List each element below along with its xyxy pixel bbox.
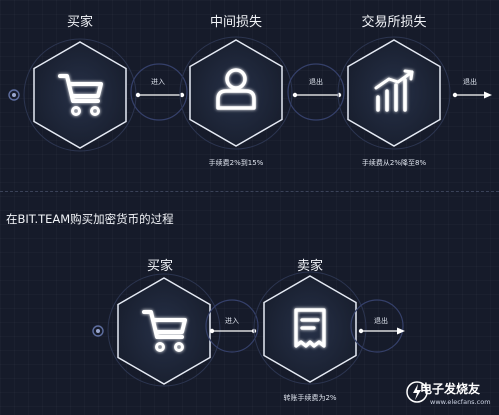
buyer-label: 买家 bbox=[66, 15, 94, 30]
start-dot-2 bbox=[92, 325, 104, 337]
exchange-loss-node bbox=[337, 36, 451, 150]
connector-enter-2 bbox=[205, 299, 259, 353]
lightning-icon bbox=[406, 381, 428, 403]
buyer-label-2: 买家 bbox=[146, 259, 174, 274]
middle-loss-fee-note: 手续费2%到15% bbox=[208, 159, 264, 167]
connector-enter-1 bbox=[130, 63, 188, 121]
receipt-icon bbox=[294, 308, 326, 348]
connector-exit-2 bbox=[350, 299, 405, 353]
connector-exit-label-3: 退出 bbox=[374, 317, 388, 325]
connector-exit-label-1: 退出 bbox=[309, 78, 323, 86]
exchange-fee-note: 手续费从2%降至8% bbox=[361, 159, 427, 167]
buyer-node bbox=[23, 38, 137, 152]
buyer-node-2 bbox=[107, 273, 221, 387]
exit-arrow-1 bbox=[452, 91, 492, 99]
section-divider bbox=[0, 191, 499, 192]
bar-chart-icon bbox=[374, 69, 414, 112]
exchange-loss-label: 交易所损失 bbox=[361, 15, 427, 30]
connector-enter-label-1: 进入 bbox=[151, 78, 165, 86]
seller-label: 卖家 bbox=[296, 259, 324, 274]
start-dot bbox=[8, 89, 20, 101]
connector-enter-label-2: 进入 bbox=[225, 317, 239, 325]
watermark-title: 电子发烧友 bbox=[420, 382, 481, 396]
seller-node bbox=[253, 271, 367, 385]
process-caption: 在BIT.TEAM购买加密货币的过程 bbox=[6, 212, 174, 226]
connector-exit-label-2: 退出 bbox=[463, 78, 477, 86]
transfer-fee-note: 转账手续费为2% bbox=[283, 394, 337, 402]
cart-icon bbox=[58, 74, 103, 116]
person-icon bbox=[216, 68, 256, 110]
watermark-url: www.elecfans.com bbox=[430, 398, 491, 406]
cart-icon bbox=[142, 310, 187, 352]
middle-loss-label: 中间损失 bbox=[209, 15, 263, 30]
connector-exit-1 bbox=[287, 63, 345, 121]
middle-loss-node bbox=[179, 36, 293, 150]
watermark-logo bbox=[406, 381, 428, 403]
